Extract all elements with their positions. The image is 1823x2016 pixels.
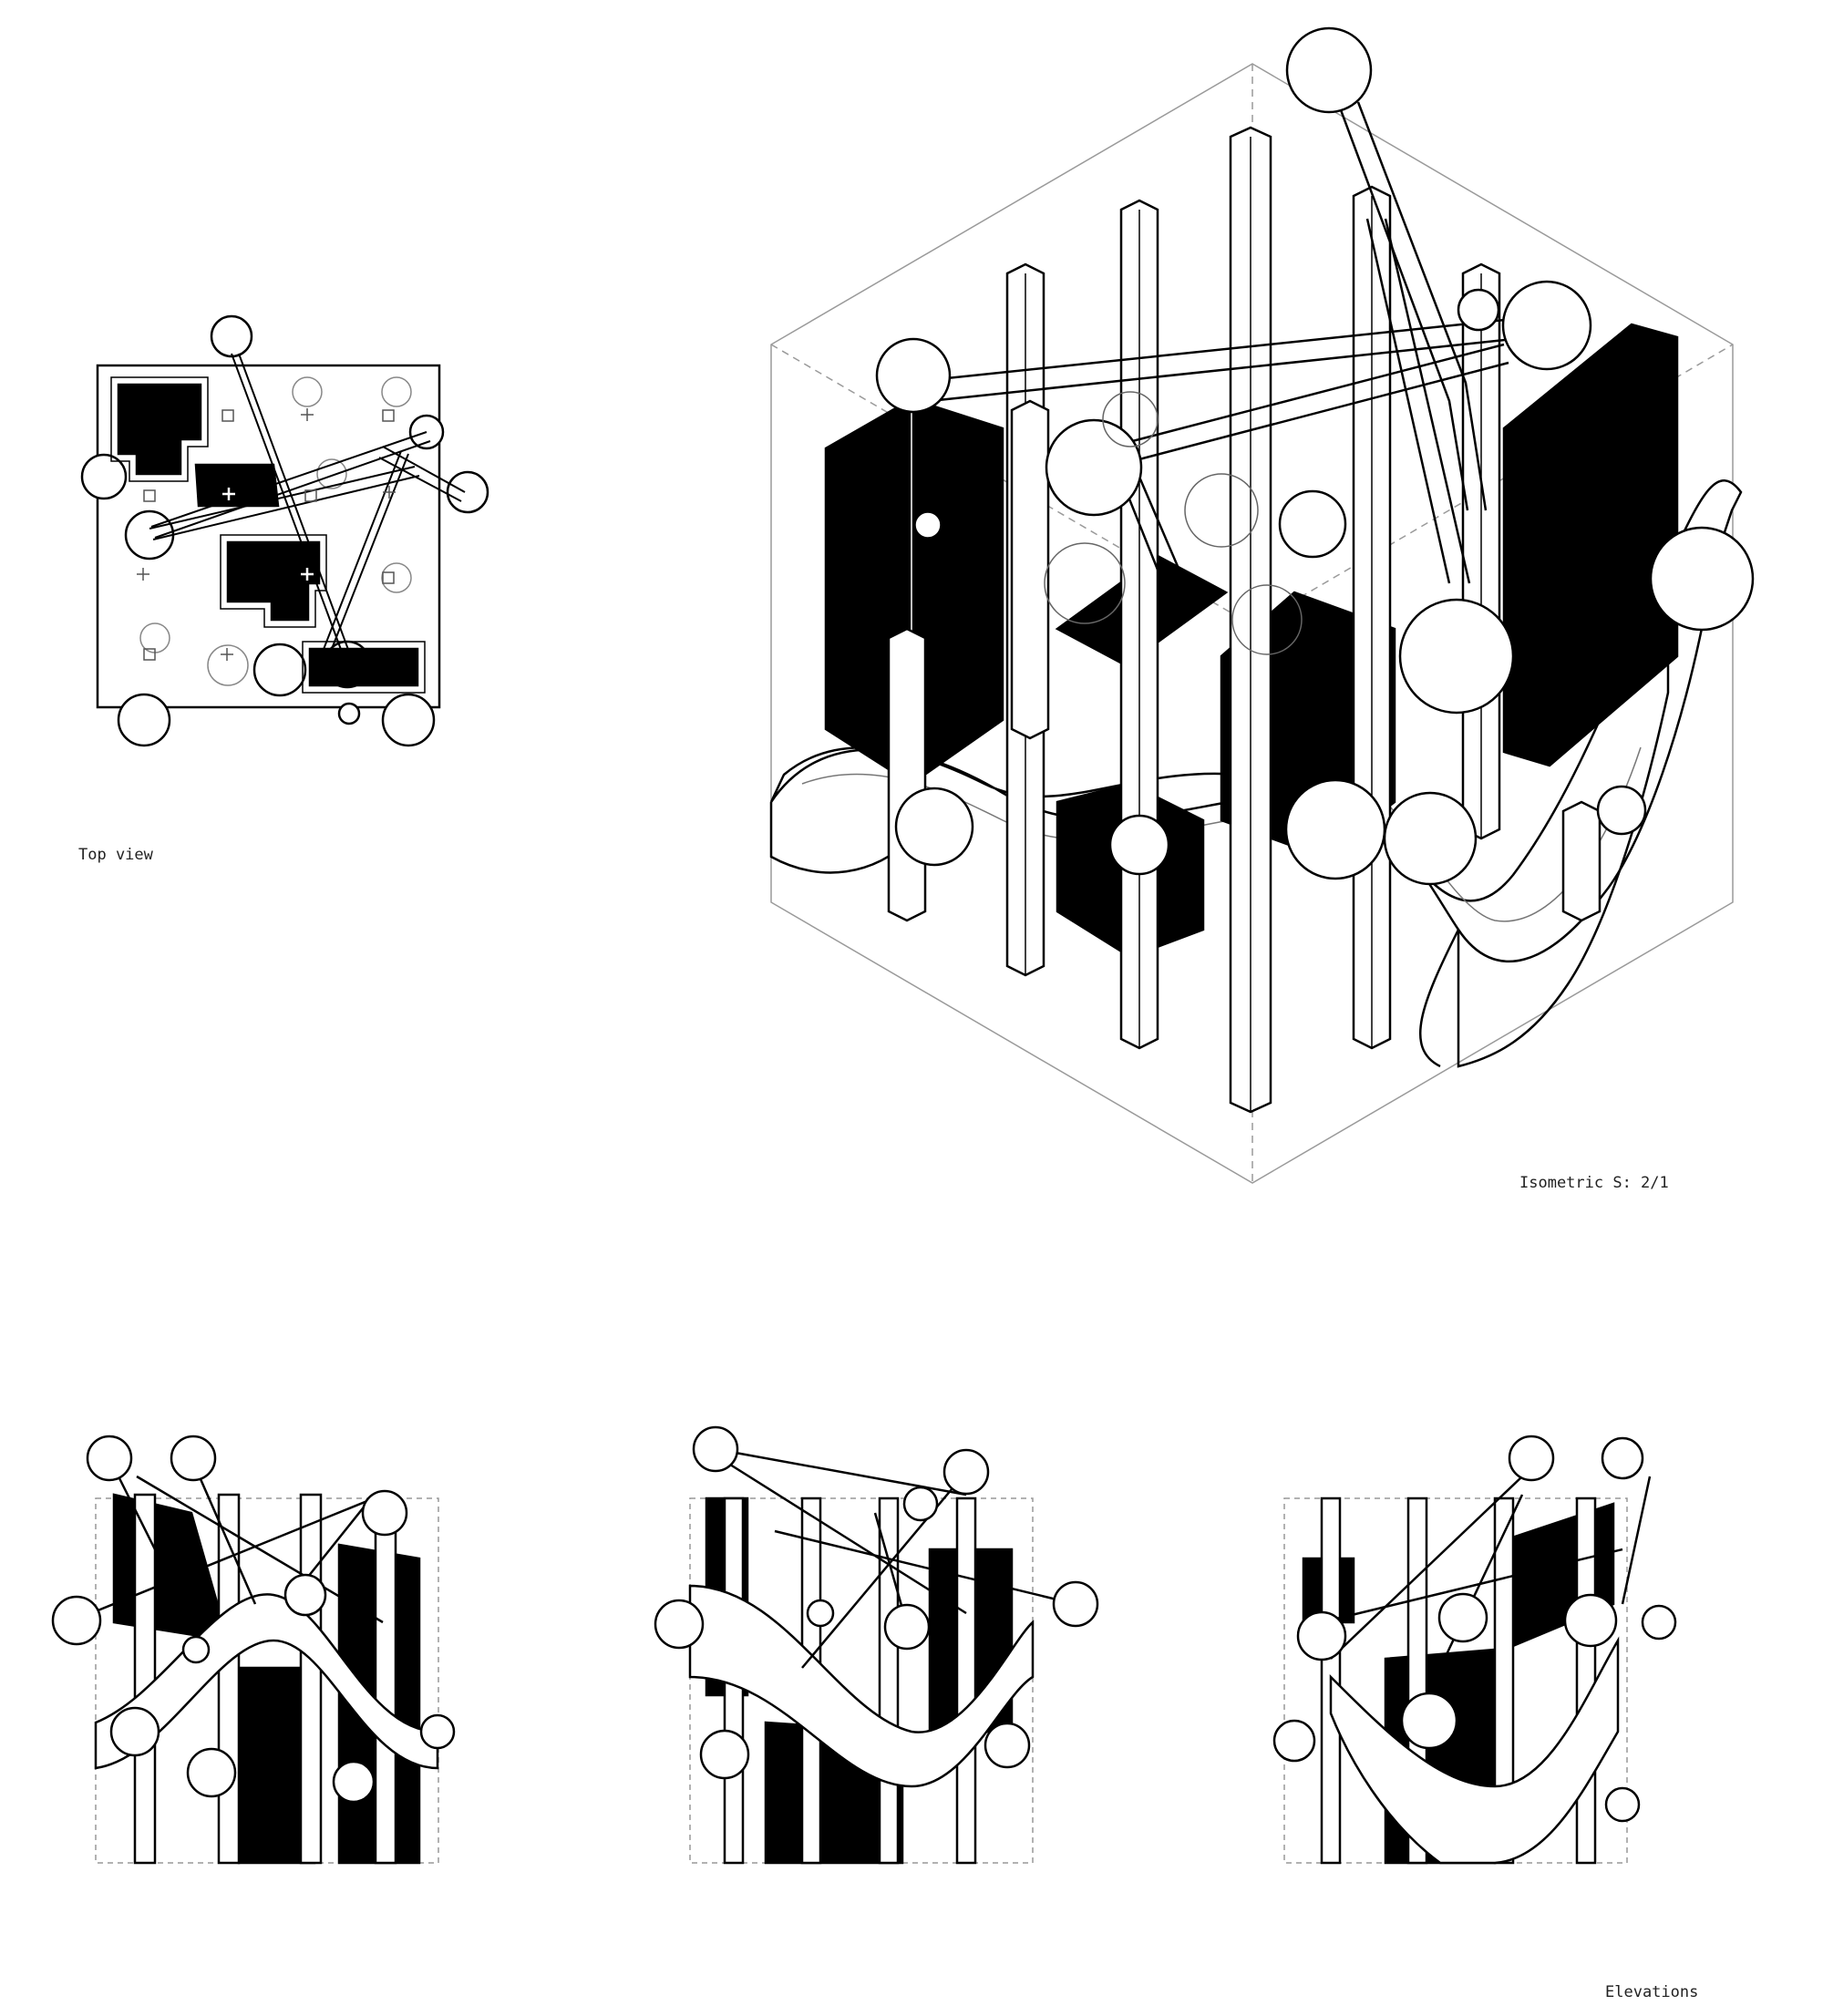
curved-ramp [1329,1636,1620,1865]
node-sphere [1278,489,1347,559]
node-sphere [337,702,361,725]
black-volume [194,463,280,508]
spheres [654,1425,1099,1780]
isometric-drawing [769,26,1755,1184]
node-sphere [875,337,952,414]
top-view-drawing [80,314,489,747]
spheres [51,1435,456,1804]
node-sphere [1649,526,1755,632]
black-volume [308,647,419,687]
column-marks [137,408,396,661]
node-sphere [1398,598,1515,715]
node-sphere [1596,785,1647,836]
spheres [875,26,1755,886]
black-volume [117,383,202,476]
node-sphere [1108,814,1170,876]
node-sphere [1285,26,1373,114]
node-sphere [381,693,436,747]
node-sphere [124,509,175,561]
column [1010,399,1050,740]
node-sphere [1284,778,1386,880]
caption-isometric: Isometric S: 2/1 [1519,1174,1669,1192]
caption-elevations: Elevations [1605,1983,1699,2001]
node-sphere [1045,418,1143,517]
caption-top-view: Top view [78,846,153,864]
elevation-2-drawing [654,1425,1099,1865]
node-sphere [117,693,171,747]
node-sphere [1457,288,1500,332]
spheres [1272,1435,1677,1823]
black-volume-right [1502,323,1679,767]
node-sphere [1383,791,1478,886]
node-sphere [446,470,489,514]
node-sphere [80,453,128,500]
elevation-1-drawing [51,1435,456,1865]
node-sphere [1501,280,1592,371]
black-volume [226,540,321,622]
curved-ramp [688,1584,1035,1788]
column [887,627,927,922]
linking-tubes [149,353,466,659]
black-volume [112,1493,230,1642]
ghost-spheres [1044,391,1303,655]
curved-ramp [769,479,1743,1068]
node-sphere [894,787,974,867]
elevation-3-drawing [1272,1435,1677,1865]
node-sphere [210,314,253,358]
node-sphere [252,643,307,697]
ghost-circles [139,376,412,686]
column [1561,800,1602,922]
